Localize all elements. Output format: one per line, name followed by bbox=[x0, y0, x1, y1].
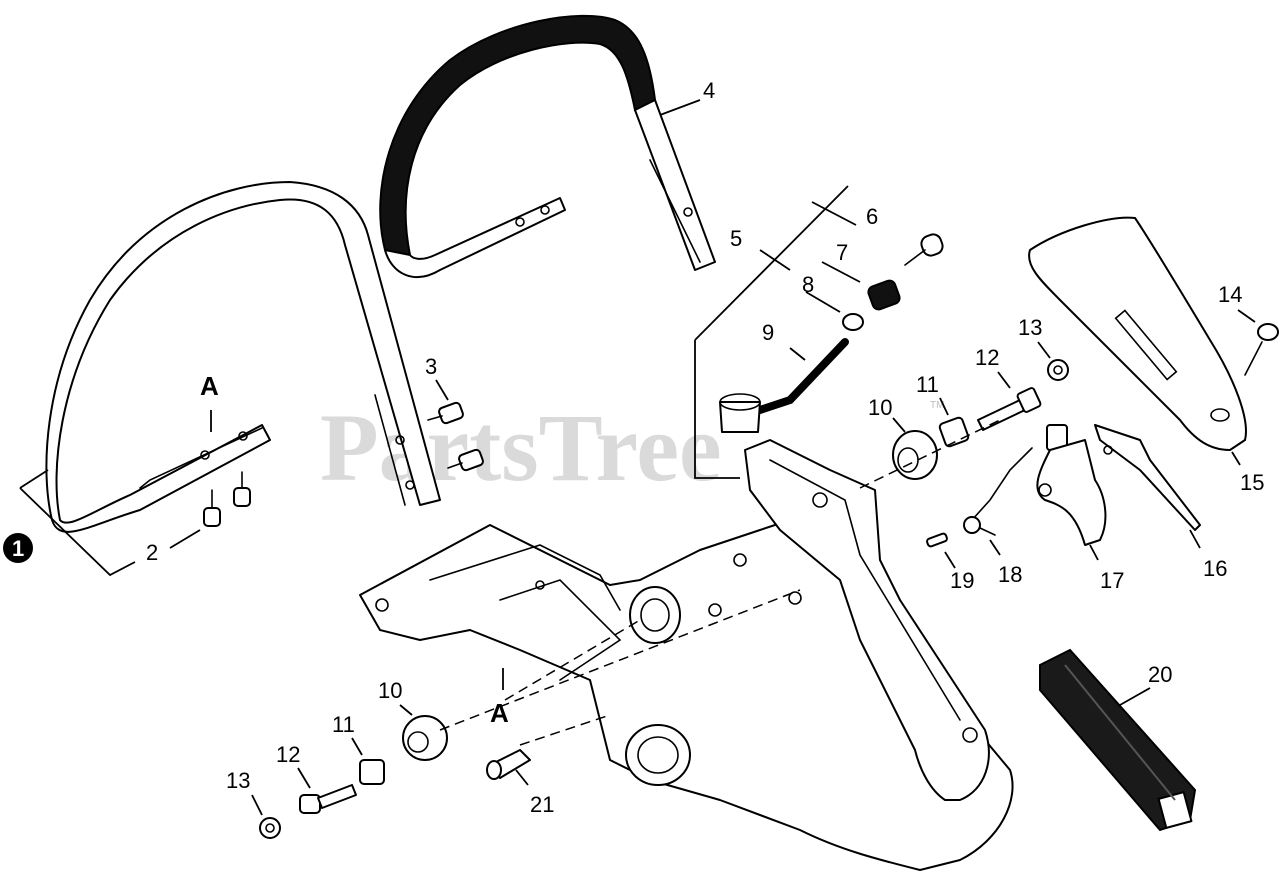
callout-8[interactable]: 8 bbox=[802, 272, 814, 297]
bracket-5 bbox=[694, 340, 740, 479]
screw-3b bbox=[447, 448, 484, 472]
rear-handle-housing bbox=[359, 439, 1014, 871]
callout-10-upper[interactable]: 10 bbox=[868, 395, 892, 420]
nut-13-lower bbox=[259, 817, 281, 839]
leader-20 bbox=[1119, 687, 1151, 706]
screw-2a bbox=[203, 489, 221, 527]
leader-19 bbox=[944, 551, 956, 569]
leader-10-lower bbox=[399, 704, 413, 716]
callout-13-upper[interactable]: 13 bbox=[1018, 315, 1042, 340]
leader-16 bbox=[1189, 529, 1201, 549]
leader-12-upper bbox=[997, 371, 1011, 389]
callout-15[interactable]: 15 bbox=[1240, 470, 1264, 495]
watermark: PartsTree bbox=[320, 394, 722, 501]
callout-10-lower[interactable]: 10 bbox=[378, 678, 402, 703]
mount-10-lower bbox=[402, 715, 448, 761]
leader-4 bbox=[659, 99, 701, 116]
grip-insert-15 bbox=[1028, 216, 1247, 451]
plug-7 bbox=[867, 279, 901, 311]
callout-5[interactable]: 5 bbox=[730, 226, 742, 251]
leader-9 bbox=[789, 347, 806, 361]
leader-15 bbox=[1231, 451, 1241, 466]
hose-9 bbox=[719, 338, 849, 433]
rear-handle-part bbox=[379, 14, 716, 279]
leader-2 bbox=[169, 529, 201, 549]
bolt-12-lower bbox=[299, 784, 357, 814]
pad-20 bbox=[1039, 648, 1197, 832]
leader-6 bbox=[811, 201, 857, 226]
leader-13-lower bbox=[251, 794, 263, 816]
grommet-6 bbox=[904, 233, 944, 266]
callout-20[interactable]: 20 bbox=[1148, 662, 1172, 687]
callout-17[interactable]: 17 bbox=[1100, 568, 1124, 593]
callout-12-upper[interactable]: 12 bbox=[975, 345, 999, 370]
leader-8 bbox=[805, 291, 841, 313]
pin-19 bbox=[926, 532, 948, 548]
leader-5a bbox=[759, 249, 791, 271]
callout-14[interactable]: 14 bbox=[1218, 282, 1242, 307]
leader-3 bbox=[435, 379, 449, 401]
callout-13-lower[interactable]: 13 bbox=[226, 768, 250, 793]
watermark-tm: TM bbox=[930, 400, 944, 411]
screw-14 bbox=[1244, 323, 1279, 376]
ring-8 bbox=[842, 313, 864, 331]
callout-11-lower[interactable]: 11 bbox=[332, 712, 355, 737]
mount-10-upper bbox=[892, 430, 938, 480]
leader-13-upper bbox=[1037, 341, 1051, 359]
callout-18[interactable]: 18 bbox=[998, 562, 1022, 587]
leader-14 bbox=[1237, 309, 1256, 323]
throttle-trigger-17 bbox=[1036, 424, 1107, 546]
callout-6[interactable]: 6 bbox=[866, 204, 878, 229]
spring-18 bbox=[963, 447, 1033, 536]
callout-1[interactable]: 1 bbox=[12, 536, 24, 561]
bolt-12-upper bbox=[977, 387, 1042, 431]
leader-17 bbox=[1089, 544, 1099, 561]
reference-a-bottom: A bbox=[490, 698, 509, 728]
callout-3[interactable]: 3 bbox=[425, 354, 437, 379]
callout-7[interactable]: 7 bbox=[836, 240, 848, 265]
leader-12-lower bbox=[297, 767, 311, 789]
leader-7 bbox=[821, 261, 861, 283]
bracket-1b bbox=[19, 487, 136, 577]
leader-21 bbox=[515, 769, 529, 786]
dash-line-lower bbox=[439, 589, 801, 731]
throttle-lockout-16 bbox=[1094, 424, 1201, 531]
fitting-21 bbox=[486, 749, 531, 780]
bracket-5-top bbox=[694, 185, 849, 341]
sleeve-11-lower bbox=[359, 759, 385, 785]
reference-a-top: A bbox=[200, 371, 219, 401]
callout-2[interactable]: 2 bbox=[146, 540, 158, 565]
callout-16[interactable]: 16 bbox=[1203, 556, 1227, 581]
bracket-1 bbox=[19, 469, 49, 489]
callout-12-lower[interactable]: 12 bbox=[276, 742, 300, 767]
leader-11-lower bbox=[351, 737, 363, 756]
dash-line-upper bbox=[859, 419, 1001, 489]
callout-9[interactable]: 9 bbox=[762, 320, 774, 345]
leader-18 bbox=[989, 539, 1001, 556]
leader-11-upper bbox=[939, 397, 949, 416]
screw-2b bbox=[233, 471, 251, 507]
screw-3a bbox=[427, 401, 464, 425]
leader-10-upper bbox=[892, 417, 906, 433]
front-handle-part bbox=[45, 181, 441, 533]
dash-line-fitting bbox=[519, 714, 611, 746]
callout-19[interactable]: 19 bbox=[950, 568, 974, 593]
callout-1-badge bbox=[3, 533, 33, 563]
nut-13-upper bbox=[1047, 359, 1069, 381]
dash-line-a bbox=[504, 619, 641, 701]
callout-4[interactable]: 4 bbox=[703, 78, 715, 103]
callout-21[interactable]: 21 bbox=[530, 792, 554, 817]
callout-11-upper[interactable]: 11 bbox=[916, 372, 939, 397]
